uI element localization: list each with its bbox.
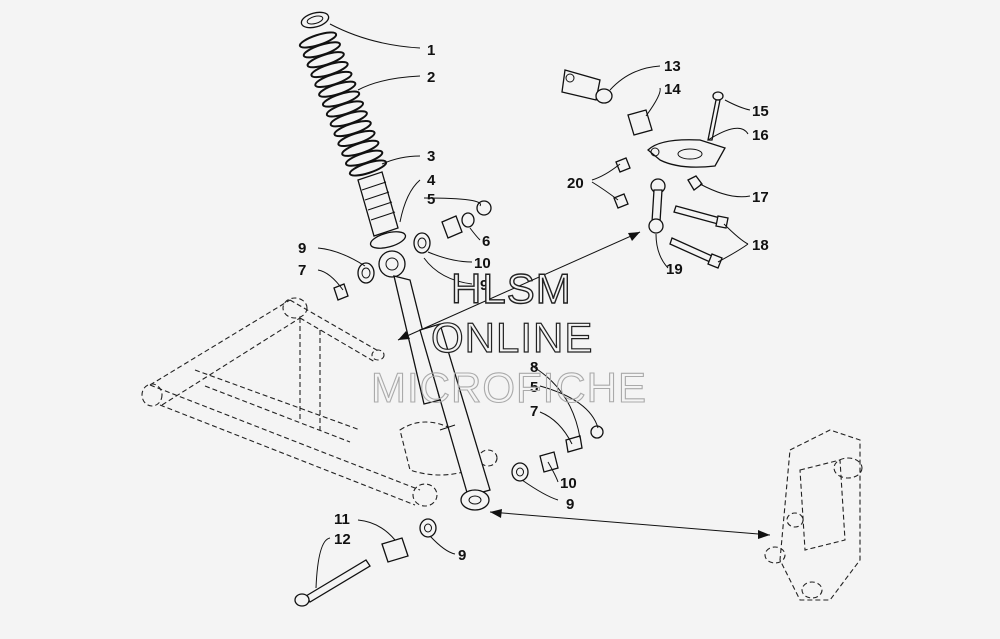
callout-9-lower-left: 9	[458, 547, 466, 564]
watermark-line-1: HLSM	[451, 265, 572, 312]
callout-5-upper: 5	[427, 191, 435, 208]
callout-17: 17	[752, 189, 769, 206]
callout-labels: 1 2 3 4 5 6 9 7 10 9 13 14 15 16 17 20 1…	[298, 42, 769, 564]
sleeve-upper-right	[441, 215, 463, 239]
spring-coil	[318, 80, 357, 98]
callout-14: 14	[664, 81, 681, 98]
callout-3: 3	[427, 148, 435, 165]
spring-coil	[329, 110, 368, 128]
spring-coil	[302, 41, 341, 59]
spring-coil	[298, 31, 338, 49]
callout-13: 13	[664, 58, 681, 75]
callout-4: 4	[427, 172, 436, 189]
spring-adjuster	[357, 171, 399, 237]
sleeve-lower-right	[539, 451, 559, 473]
spring-retainer	[300, 11, 330, 29]
bracket-16	[647, 139, 726, 168]
callout-9-upper-right: 9	[480, 277, 488, 294]
spring-coil	[333, 120, 372, 138]
watermark-line-3: MICROFICHE	[371, 364, 647, 411]
shock-absorber	[378, 250, 491, 511]
callout-6: 6	[482, 233, 490, 250]
callout-1: 1	[427, 42, 435, 59]
bolt-12	[294, 559, 371, 607]
assembly-arrows	[397, 231, 771, 539]
callout-7-lower: 7	[530, 403, 538, 420]
cap-lower	[590, 425, 604, 439]
nut-17	[687, 175, 703, 191]
callout-11: 11	[334, 511, 350, 528]
sleeve-11	[381, 537, 409, 563]
callout-7-upper: 7	[298, 262, 306, 279]
callout-8: 8	[530, 359, 538, 376]
spring-coil	[345, 149, 384, 167]
coil-spring	[298, 31, 388, 177]
bushing-14	[627, 109, 653, 136]
bushing-upper-left	[357, 262, 375, 284]
callout-12: 12	[334, 531, 351, 548]
a-arm-frame	[141, 297, 498, 507]
callout-10-upper: 10	[474, 255, 491, 272]
bushing-lower-right	[511, 462, 529, 482]
callout-16: 16	[752, 127, 769, 144]
callout-2: 2	[427, 69, 435, 86]
bushing-lower-left	[419, 518, 437, 538]
sleeve-upper-left	[333, 283, 349, 301]
ball-joint-13	[561, 69, 613, 104]
spring-coil	[337, 129, 376, 148]
callout-20: 20	[567, 175, 584, 192]
spring-coil	[321, 90, 361, 108]
spindle-knuckle	[764, 429, 863, 601]
callout-9-upper-left: 9	[298, 240, 306, 257]
callout-9-lower-right: 9	[566, 496, 574, 513]
watermark-line-2: ONLINE	[431, 314, 593, 361]
callout-leaders	[315, 23, 751, 589]
callout-10-lower: 10	[560, 475, 577, 492]
spring-coil	[306, 51, 345, 69]
spring-coil	[341, 139, 380, 157]
callout-5-lower: 5	[530, 379, 538, 396]
callout-19: 19	[666, 261, 683, 278]
bushing-upper-right	[413, 232, 431, 254]
spacer-upper	[461, 212, 475, 228]
spring-lower-seat	[369, 231, 407, 249]
callout-15: 15	[752, 103, 769, 120]
watermark: HLSM ONLINE MICROFICHE	[370, 264, 647, 411]
bolt-15	[707, 91, 724, 141]
spring-coil	[325, 100, 365, 118]
callout-18: 18	[752, 237, 769, 254]
link-19	[648, 178, 666, 234]
spring-coil	[314, 70, 353, 88]
nuts-20	[613, 157, 631, 209]
spring-coil	[310, 60, 349, 79]
bolts-18	[669, 205, 729, 269]
